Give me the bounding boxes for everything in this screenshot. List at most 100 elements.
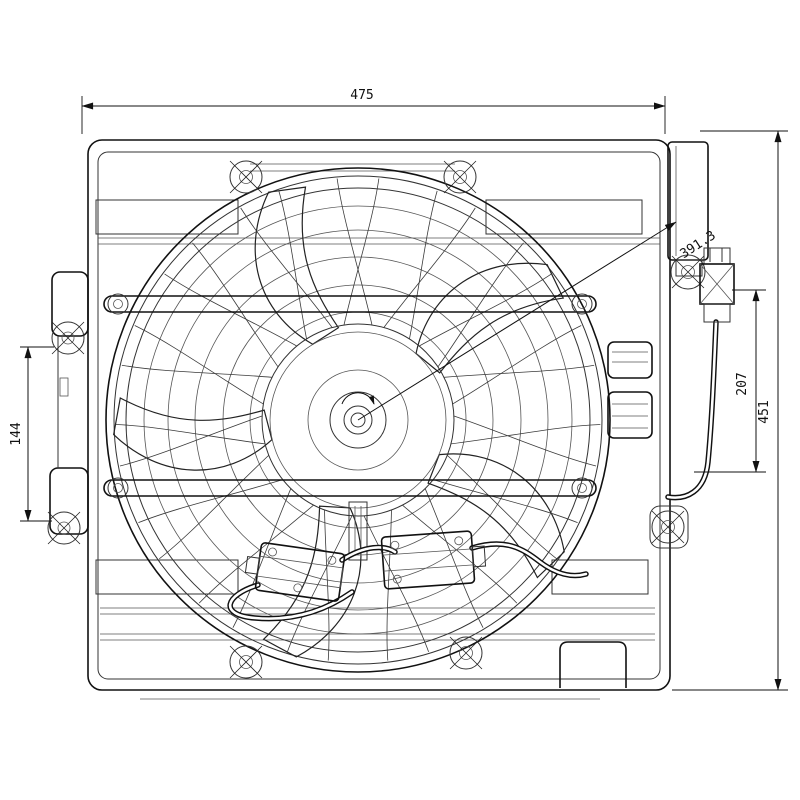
bolt-top-left — [229, 160, 263, 194]
mesh-arc — [450, 394, 601, 474]
bolt-cross — [651, 510, 685, 544]
hub-circle — [307, 369, 409, 471]
dim-top-label: 475 — [350, 88, 373, 103]
bolt-bottom-left — [229, 645, 263, 679]
dimension-right-overall: 451 — [672, 130, 788, 691]
left-bracket-lower — [49, 467, 89, 535]
shroud-bolts — [229, 160, 706, 679]
bolt-top-right — [443, 160, 477, 194]
cable-core — [666, 320, 718, 499]
bolt-hole — [113, 483, 123, 493]
header-band-bottom-left — [95, 559, 239, 595]
mesh-arc — [119, 415, 263, 467]
plug-base — [703, 303, 731, 323]
hub-ring-outer — [261, 323, 455, 517]
screw — [327, 555, 337, 565]
grille-circle — [143, 205, 573, 635]
connector-body — [380, 530, 476, 590]
right-side-brackets — [607, 341, 653, 439]
bolt-hole — [459, 646, 473, 660]
resistor-box — [244, 542, 346, 602]
bolt-ring — [449, 636, 483, 670]
grille-ring — [125, 187, 591, 653]
mesh-arc — [240, 191, 333, 344]
lower-bar-bolt-right — [571, 477, 593, 499]
bolt-cross — [443, 160, 477, 194]
header-band-top-right — [485, 199, 643, 235]
hub-center-hole — [350, 412, 366, 428]
fan-hub — [261, 323, 455, 517]
dim-right-overall-label: 451 — [757, 400, 772, 423]
dimension-top-width: 475 — [81, 88, 666, 134]
plug-cross — [699, 263, 735, 305]
wire-loop-core — [228, 583, 354, 620]
mesh-arc — [343, 509, 436, 662]
frame-outer — [87, 139, 671, 691]
mesh-arc — [328, 177, 395, 326]
mesh-arc — [198, 479, 314, 629]
bolt-hole — [577, 299, 587, 309]
screw — [392, 574, 402, 584]
left-bolt-lower-hole — [57, 521, 71, 535]
left-bolt-upper — [51, 321, 85, 355]
screw — [268, 547, 277, 557]
connector-line — [382, 548, 473, 556]
shroud-ring-outer — [105, 167, 611, 673]
connector-box — [380, 530, 487, 590]
header-band-bottom-right — [551, 559, 649, 595]
lower-bar — [103, 479, 597, 497]
mesh-arc — [164, 239, 298, 380]
fan-blade — [99, 343, 281, 507]
bolt-hole — [239, 655, 253, 669]
bolt-hole — [453, 170, 467, 184]
mesh-arc — [321, 177, 388, 326]
plug-and-cable — [665, 247, 735, 501]
lower-bar-bolt-left — [107, 477, 129, 499]
wire-link-core — [340, 546, 397, 562]
rotation-arrow — [341, 392, 375, 405]
bolt-right-ear-top — [670, 254, 706, 290]
bolt-cross — [229, 645, 263, 679]
resistor-tab — [244, 555, 261, 575]
bolt-cross — [229, 160, 263, 194]
dim-right-inner-label: 207 — [735, 372, 750, 395]
bolt-cross — [51, 321, 85, 355]
bolt-ring — [229, 160, 263, 194]
bolt-hole — [577, 483, 587, 493]
connector-line — [383, 564, 474, 572]
hub-ring-inner — [269, 331, 447, 509]
ear-pad — [649, 505, 689, 549]
screw — [454, 536, 464, 546]
bolt-hole — [239, 170, 253, 184]
header-band-top-left — [95, 199, 239, 235]
bolt-ring — [651, 510, 685, 544]
left-bolt-lower — [47, 511, 81, 545]
mounting-bars — [103, 293, 597, 499]
left-bracket — [47, 271, 89, 545]
core-header-bands — [95, 163, 660, 641]
left-bolt-upper-hole — [61, 331, 75, 345]
bolt-right-ear-bottom — [649, 505, 689, 549]
dim-left-label: 144 — [9, 422, 24, 446]
grille-circle — [167, 229, 549, 611]
drain-notch — [559, 641, 627, 688]
top-right-tab — [675, 259, 703, 277]
wire-right-core — [470, 542, 588, 577]
bolt-hole — [681, 265, 695, 279]
bolt-cross — [47, 511, 81, 545]
mesh-arc — [418, 239, 552, 380]
bolt-hole — [661, 520, 675, 534]
dimension-right-inner: 207 — [694, 289, 766, 473]
left-bracket-slot — [59, 377, 69, 397]
screw — [293, 583, 303, 593]
bolt-cross — [671, 255, 705, 289]
screw — [390, 540, 400, 550]
dim-diagonal-label: 391.3 — [678, 228, 719, 262]
upper-bar-bolt-right — [571, 293, 593, 315]
dimension-diagonal-radius: 391.3 — [357, 221, 719, 421]
bolt-ring — [670, 254, 706, 290]
shroud-ring-inner — [113, 175, 603, 665]
hub-circle — [329, 391, 387, 449]
